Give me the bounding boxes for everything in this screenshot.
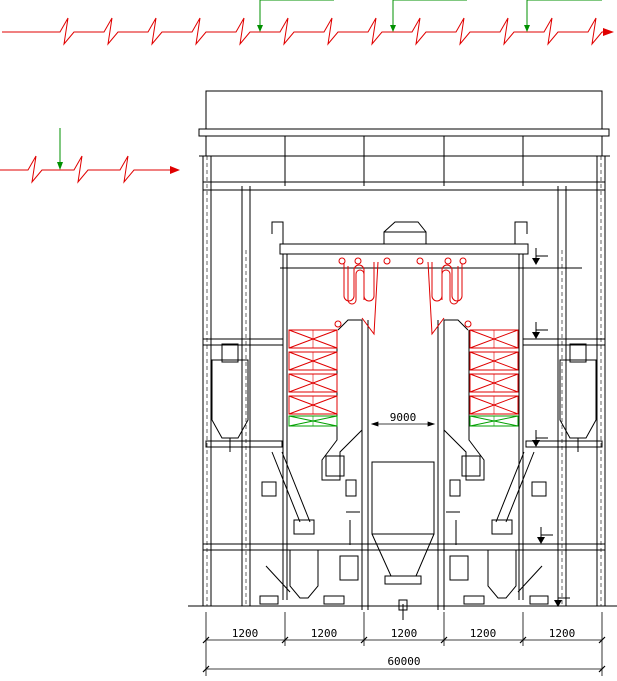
left-tube-bank-3 bbox=[288, 373, 338, 393]
bay-tick-4 bbox=[440, 636, 448, 644]
elevation-marker-3 bbox=[532, 430, 548, 447]
elevation-marker-5 bbox=[554, 590, 570, 607]
main-flow-line bbox=[2, 17, 614, 46]
bay-dimension-5: 1200 bbox=[549, 627, 576, 640]
total-tick-2 bbox=[598, 665, 606, 673]
superheater-header-nodes bbox=[334, 257, 472, 328]
bay-dimension-1: 1200 bbox=[232, 627, 259, 640]
elevation-marker-2 bbox=[532, 322, 548, 339]
right-tube-bank-1 bbox=[469, 329, 519, 349]
bay-dimension-2: 1200 bbox=[311, 627, 338, 640]
bay-tick-3 bbox=[360, 636, 368, 644]
left-tube-bank-2 bbox=[288, 351, 338, 371]
bay-tick-6 bbox=[598, 636, 606, 644]
right-tube-bank-2 bbox=[469, 351, 519, 371]
dimension-ticks bbox=[202, 636, 606, 673]
elevation-markers bbox=[532, 248, 570, 607]
bay-dimension-chain bbox=[205, 612, 603, 676]
total-tick-1 bbox=[202, 665, 210, 673]
right-tube-bank-4 bbox=[469, 395, 519, 415]
building-frame bbox=[188, 90, 617, 607]
right-tube-bank-3 bbox=[469, 373, 519, 393]
left-tube-bank-4 bbox=[288, 395, 338, 415]
secondary-flow-line bbox=[0, 155, 180, 184]
bay-dimension-4: 1200 bbox=[470, 627, 497, 640]
elevation-marker-1 bbox=[532, 248, 548, 265]
elevation-marker-4 bbox=[537, 527, 553, 544]
left-economizer-bank bbox=[288, 415, 338, 427]
furnace-width-dimension bbox=[370, 421, 436, 427]
total-width-dimension: 60000 bbox=[387, 655, 420, 668]
boiler-body bbox=[211, 221, 597, 620]
furnace-width-label: 9000 bbox=[390, 411, 417, 424]
bay-dimension-3: 1200 bbox=[391, 627, 418, 640]
bay-tick-5 bbox=[519, 636, 527, 644]
tube-banks bbox=[288, 329, 519, 427]
bay-tick-2 bbox=[281, 636, 289, 644]
main-injection-arrows bbox=[257, 0, 602, 32]
secondary-injection-arrow bbox=[57, 128, 63, 170]
frame-dashed-centerlines bbox=[206, 156, 602, 606]
right-economizer-bank bbox=[469, 415, 519, 427]
bay-tick-1 bbox=[202, 636, 210, 644]
left-tube-bank-1 bbox=[288, 329, 338, 349]
superheater-coils bbox=[343, 261, 463, 336]
